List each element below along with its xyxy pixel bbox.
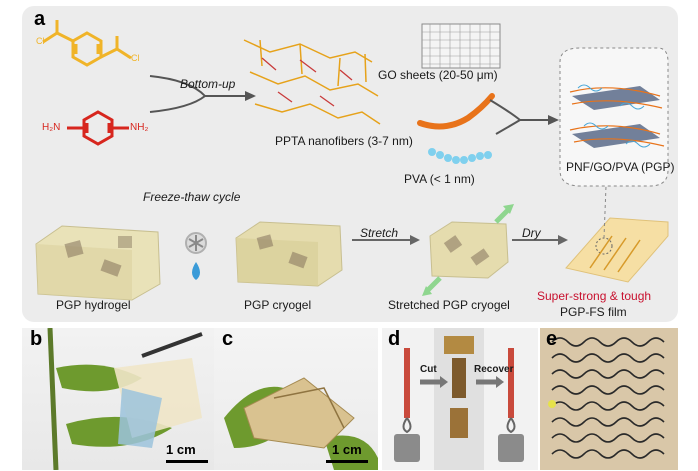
stretch-label: Stretch bbox=[360, 226, 399, 240]
panel-b-letter: b bbox=[30, 328, 43, 350]
phenylenediamine-structure bbox=[67, 110, 129, 146]
pva-chain bbox=[428, 148, 492, 164]
pgp-cryogel-block bbox=[235, 221, 343, 287]
panel-e-letter: e bbox=[546, 328, 558, 350]
pgp-cryogel-label: PGP cryogel bbox=[244, 298, 312, 312]
pgp-hydrogel-block bbox=[35, 225, 161, 301]
pgp-composite-layers bbox=[569, 84, 665, 148]
ppta-polymer-links bbox=[261, 57, 353, 107]
ppta-polymer-network bbox=[243, 39, 381, 125]
go-sheets-label: GO sheets (20-50 μm) bbox=[378, 68, 498, 82]
merge-arrow bbox=[149, 75, 245, 113]
recover-label: Recover bbox=[474, 364, 514, 375]
h2n-label: H₂N bbox=[42, 122, 61, 133]
go-sheet-icon bbox=[421, 23, 501, 69]
panel-b-photo bbox=[22, 328, 218, 470]
panel-b-scale-bar bbox=[166, 460, 208, 463]
bottom-up-label: Bottom-up bbox=[180, 77, 236, 91]
panel-a-schematic bbox=[35, 20, 669, 301]
panel-d-photo bbox=[382, 328, 538, 470]
cl-left-label: Cl bbox=[36, 36, 45, 46]
stretched-cryogel-block bbox=[422, 204, 514, 296]
cl-right-label: Cl bbox=[131, 53, 140, 63]
water-drop-icon bbox=[192, 262, 200, 280]
panel-e-photo bbox=[540, 328, 678, 470]
ppta-nanofibers-label: PPTA nanofibers (3-7 nm) bbox=[275, 134, 413, 148]
zoom-outline bbox=[559, 47, 669, 187]
pgp-hydrogel-label: PGP hydrogel bbox=[56, 298, 131, 312]
panel-a-letter: a bbox=[34, 8, 46, 30]
pva-label: PVA (< 1 nm) bbox=[404, 172, 475, 186]
pgp-composite-label: PNF/GO/PVA (PGP) bbox=[566, 160, 675, 174]
nh2-label: NH₂ bbox=[130, 122, 149, 133]
panel-c-scale-label: 1 cm bbox=[332, 442, 362, 457]
cut-label: Cut bbox=[420, 364, 437, 375]
freeze-thaw-label: Freeze-thaw cycle bbox=[143, 190, 241, 204]
pgp-fs-film-label: PGP-FS film bbox=[560, 305, 627, 319]
panel-c-scale-bar bbox=[326, 460, 368, 463]
converge-arrow bbox=[489, 99, 548, 135]
terephthaloyl-chloride-structure bbox=[42, 20, 132, 67]
ppta-nanofiber bbox=[417, 93, 495, 130]
snowflake-icon bbox=[185, 232, 207, 254]
super-strong-label: Super-strong & tough bbox=[537, 289, 652, 303]
stretched-cryogel-label: Stretched PGP cryogel bbox=[388, 298, 510, 312]
pgp-fs-film bbox=[565, 185, 669, 283]
panel-b-scale-label: 1 cm bbox=[166, 442, 196, 457]
dry-label: Dry bbox=[522, 226, 541, 240]
panel-c-letter: c bbox=[222, 328, 234, 350]
panel-d-letter: d bbox=[388, 328, 401, 350]
